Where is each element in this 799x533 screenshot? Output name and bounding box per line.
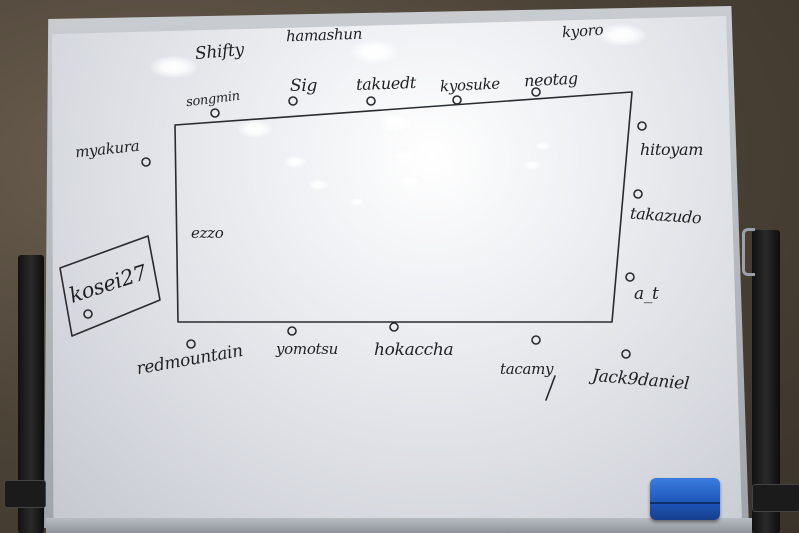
- light-reflection: [350, 40, 398, 64]
- frame-hook: [742, 228, 755, 276]
- seat-marker: [141, 157, 151, 167]
- stand-leg-right: [752, 230, 780, 533]
- marker-tray: [46, 518, 752, 533]
- name-hamashun: hamashun: [285, 24, 363, 46]
- name-takuedt: takuedt: [355, 72, 417, 95]
- light-reflection: [350, 198, 364, 206]
- name-hokaccha: hokaccha: [374, 340, 454, 360]
- seat-marker: [288, 96, 298, 106]
- seat-marker: [210, 108, 220, 118]
- light-reflection: [308, 180, 328, 190]
- light-reflection: [400, 176, 420, 186]
- seat-marker: [633, 189, 643, 199]
- light-reflection: [284, 156, 306, 168]
- name-ezzo: ezzo: [191, 224, 224, 242]
- name-sig: Sig: [290, 76, 318, 96]
- name-hitoyam: hitoyam: [640, 140, 704, 159]
- light-reflection: [393, 150, 415, 162]
- seat-marker: [287, 326, 297, 336]
- light-reflection: [598, 24, 646, 46]
- name-a-t: a_t: [634, 284, 659, 304]
- table-outline: [174, 91, 633, 323]
- light-reflection: [536, 142, 550, 150]
- seat-marker: [83, 309, 93, 319]
- seat-marker: [531, 87, 541, 97]
- seat-marker: [625, 272, 635, 282]
- name-yomotsu: yomotsu: [276, 340, 339, 358]
- light-reflection: [238, 120, 272, 138]
- seat-marker: [186, 339, 196, 349]
- tacamy-tail: [545, 375, 556, 401]
- name-kyosuke: kyosuke: [439, 74, 501, 96]
- name-shifty: Shifty: [194, 39, 245, 65]
- whiteboard-eraser[interactable]: [650, 478, 720, 520]
- seat-marker: [637, 121, 647, 131]
- name-neotag: neotag: [523, 68, 579, 91]
- light-reflection: [380, 114, 412, 132]
- light-reflection: [150, 56, 198, 78]
- seat-marker: [452, 95, 462, 105]
- seat-marker: [366, 96, 376, 106]
- stand-clamp-left: [4, 480, 46, 508]
- seat-marker: [621, 349, 631, 359]
- seat-marker: [531, 335, 541, 345]
- seat-marker: [389, 322, 399, 332]
- light-reflection: [524, 160, 540, 170]
- kosei-seat-box: [59, 235, 161, 337]
- whiteboard-surface: [52, 16, 742, 521]
- name-tacamy: tacamy: [500, 360, 554, 378]
- stand-clamp-right: [752, 484, 799, 512]
- name-kyoro: kyoro: [561, 20, 604, 42]
